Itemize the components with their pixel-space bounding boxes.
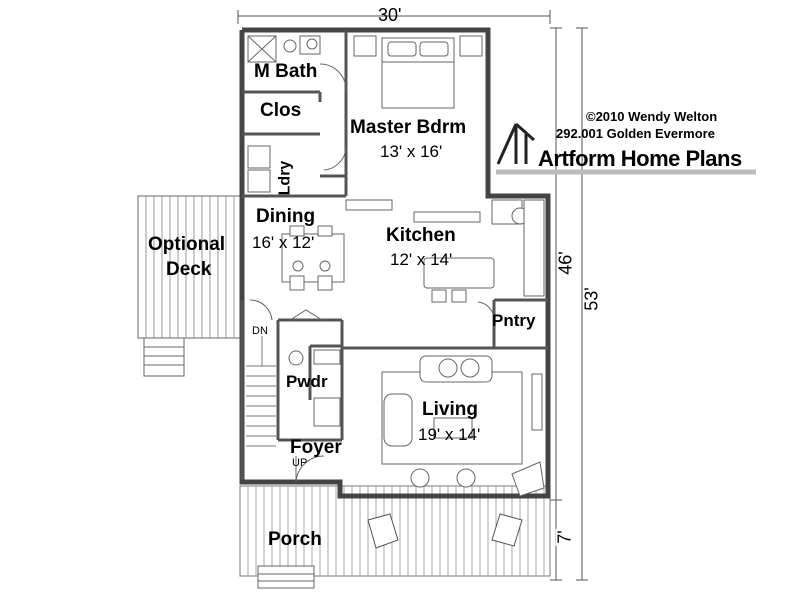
- interior-walls: [240, 30, 548, 480]
- exterior-walls: [239, 27, 551, 499]
- room-label-deck-line2: Deck: [166, 259, 212, 280]
- porch-area: [239, 485, 551, 589]
- artform-logo-mark: [496, 122, 756, 175]
- room-label-laundry: Ldry: [276, 160, 294, 196]
- dimension-width-label: 30': [378, 5, 402, 25]
- copyright-line-1: ©2010 Wendy Welton: [586, 109, 718, 124]
- dimension-porch-depth-label: 7': [554, 528, 575, 546]
- stairs-up-label: UP: [292, 457, 308, 469]
- room-label-deck-line1: Optional: [148, 234, 226, 255]
- room-label-pantry: Pntry: [492, 311, 536, 330]
- fixtures: [246, 35, 545, 497]
- dimension-height-main-label: 46': [555, 249, 576, 277]
- room-label-foyer: Foyer: [290, 437, 342, 458]
- room-size-living: 19' x 14': [418, 425, 481, 444]
- room-label-porch: Porch: [268, 529, 322, 550]
- dimension-lines: [237, 10, 588, 581]
- room-label-living: Living: [422, 399, 478, 420]
- room-size-master: 13' x 16': [380, 142, 443, 161]
- room-label-dining: Dining: [256, 206, 316, 227]
- room-label-kitchen: Kitchen: [386, 225, 456, 246]
- room-label-powder: Pwdr: [286, 372, 328, 391]
- room-label-closet: Clos: [260, 100, 302, 121]
- brand-name: Artform Home Plans: [538, 146, 742, 171]
- room-label-master: Master Bdrm: [350, 117, 467, 138]
- optional-deck: [137, 195, 241, 377]
- stairs-down-label: DN: [252, 325, 268, 337]
- room-size-kitchen: 12' x 14': [390, 250, 453, 269]
- dimension-height-total-label: 53': [581, 285, 602, 313]
- room-label-mbath: M Bath: [254, 61, 318, 82]
- room-size-dining: 16' x 12': [252, 233, 315, 252]
- copyright-line-2: 292.001 Golden Evermore: [556, 126, 715, 141]
